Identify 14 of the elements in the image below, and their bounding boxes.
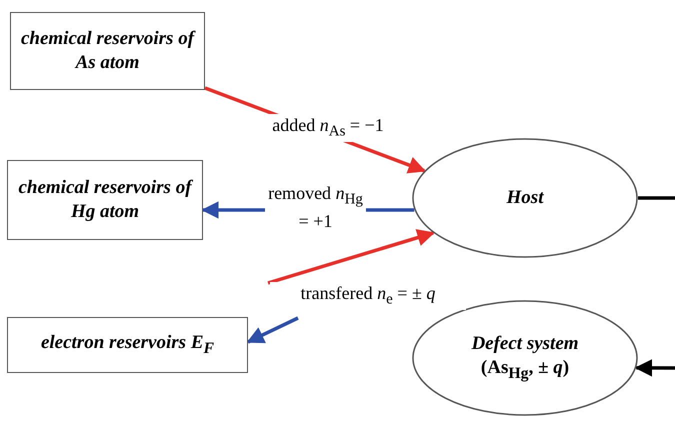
ellipse-node [412, 138, 638, 258]
reservoir-box [10, 12, 205, 90]
edge-label: transfered n$_{e}$ = ± q [270, 282, 466, 310]
arrow [268, 229, 435, 285]
node-title: chemical reservoirs of Hg atom [17, 176, 194, 224]
node-title: Defect system [471, 332, 579, 356]
node-title: electron reservoirs E$_{F}$ [40, 331, 214, 359]
reservoir-box [7, 317, 248, 373]
arrow [634, 359, 675, 377]
reservoir-box [7, 160, 203, 240]
node-subtitle: (As$_{Hg}$, ± q) [480, 356, 570, 384]
node-title: chemical reservoirs of As atom [20, 27, 197, 75]
arrow [246, 316, 299, 344]
node-title: Host [506, 186, 544, 210]
